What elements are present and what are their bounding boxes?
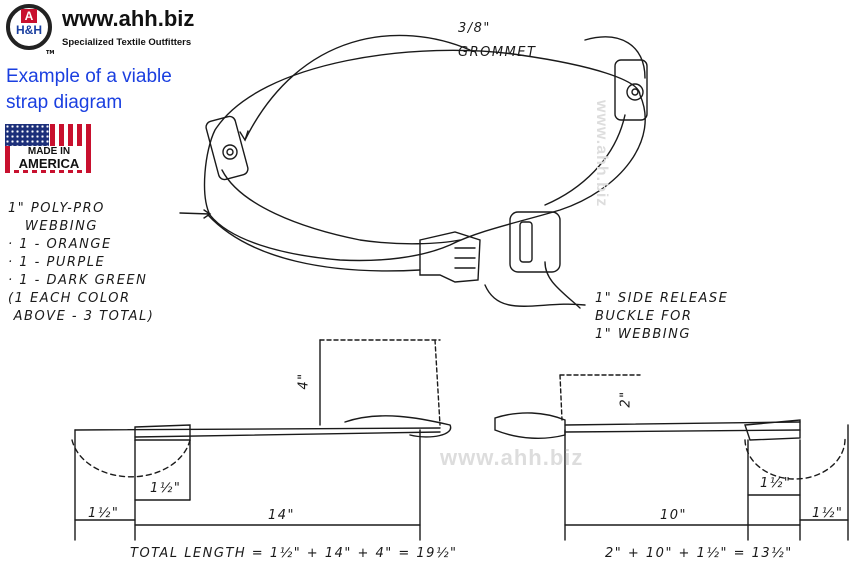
badge-line-1: MADE IN xyxy=(27,146,71,157)
strap-band xyxy=(203,49,646,262)
arrow-head xyxy=(239,130,249,142)
buckle-line: BUCKLE FOR xyxy=(595,309,693,324)
left-overlap-dim: 1½" xyxy=(150,481,182,496)
left-fold-guide-dashed xyxy=(319,339,441,426)
right-length-dim: 10" xyxy=(660,508,688,523)
left-swing-arc xyxy=(71,439,191,478)
leader-line xyxy=(584,36,646,79)
watermark-vertical: www.ahh.biz xyxy=(593,100,610,208)
tagline: Specialized Textile Outfitters xyxy=(62,37,192,48)
title-line-2: strap diagram xyxy=(6,92,123,113)
buckle-line: 1" WEBBING xyxy=(595,327,691,342)
left-grommet xyxy=(222,144,238,160)
watermark: www.ahh.biz xyxy=(440,445,584,470)
webbing-line: ABOVE - 3 TOTAL) xyxy=(8,309,155,324)
webbing-label: 1" POLY-PRO WEBBING · 1 - ORANGE · 1 - PUR… xyxy=(8,200,154,326)
left-strap-body xyxy=(74,427,441,438)
leader-line xyxy=(484,284,586,307)
right-total-formula: 2" + 10" + 1½" = 13½" xyxy=(605,546,793,561)
buckle-male xyxy=(419,231,481,283)
right-strap-end xyxy=(494,412,566,439)
right-swing-arc xyxy=(744,437,846,480)
webbing-line: · 1 - DARK GREEN xyxy=(8,273,148,288)
webbing-line: WEBBING xyxy=(8,219,98,234)
strap-band-inner xyxy=(221,169,461,245)
left-total-formula: TOTAL LENGTH = 1½" + 14" + 4" = 19½" xyxy=(130,546,458,561)
right-fold-dim: 2" xyxy=(618,390,634,408)
buckle-label: 1" SIDE RELEASE BUCKLE FOR 1" WEBBING xyxy=(595,290,728,344)
right-grommet-tab xyxy=(614,59,648,121)
right-end-dim: 1½" xyxy=(812,506,844,521)
grommet-label: GROMMET xyxy=(458,45,537,60)
left-end-dim: 1½" xyxy=(88,506,120,521)
logo-hh: H&H xyxy=(16,23,42,37)
left-strap-fold xyxy=(344,415,452,438)
title-line-1: Example of a viable xyxy=(6,66,172,87)
right-strap-body xyxy=(564,421,801,433)
right-overlap-dim: 1½" xyxy=(760,476,792,491)
left-fold-dim: 4" xyxy=(296,372,312,390)
flag-stars xyxy=(5,124,49,146)
leader-line xyxy=(244,34,471,141)
trademark: TM xyxy=(46,50,55,56)
webbing-line: · 1 - ORANGE xyxy=(8,237,112,252)
buckle-female xyxy=(509,211,561,273)
left-length-dim: 14" xyxy=(268,508,296,523)
left-extension-lines xyxy=(74,429,421,541)
page-title: Example of a viable strap diagram xyxy=(6,64,172,116)
strap-band-inner2 xyxy=(544,114,626,206)
right-fold-guide-dashed xyxy=(559,374,641,421)
logo-a: A xyxy=(21,9,37,23)
right-grommet xyxy=(626,83,644,101)
grommet-size-label: 3/8" xyxy=(458,21,491,36)
arrow-head xyxy=(203,209,212,219)
left-grommet-tab xyxy=(205,115,249,181)
site-url[interactable]: www.ahh.biz xyxy=(62,6,195,31)
right-extension-lines xyxy=(564,424,849,541)
badge-line-2: AMERICA xyxy=(18,156,80,171)
right-grommet-hole xyxy=(631,88,639,96)
buckle-male-prongs xyxy=(454,247,476,269)
right-dimension-lines xyxy=(564,494,849,526)
leader-line xyxy=(544,261,581,309)
webbing-line: (1 EACH COLOR xyxy=(8,291,131,306)
strap-band-edge xyxy=(207,214,421,272)
leader-line xyxy=(179,212,211,215)
left-strap-overlap xyxy=(134,424,191,441)
webbing-line: 1" POLY-PRO xyxy=(8,201,105,216)
left-dimension-lines xyxy=(74,499,421,526)
right-strap-overlap xyxy=(744,419,801,441)
left-grommet-hole xyxy=(226,148,234,156)
webbing-line: · 1 - PURPLE xyxy=(8,255,106,270)
buckle-line: 1" SIDE RELEASE xyxy=(595,291,729,306)
buckle-female-slot xyxy=(519,221,533,263)
